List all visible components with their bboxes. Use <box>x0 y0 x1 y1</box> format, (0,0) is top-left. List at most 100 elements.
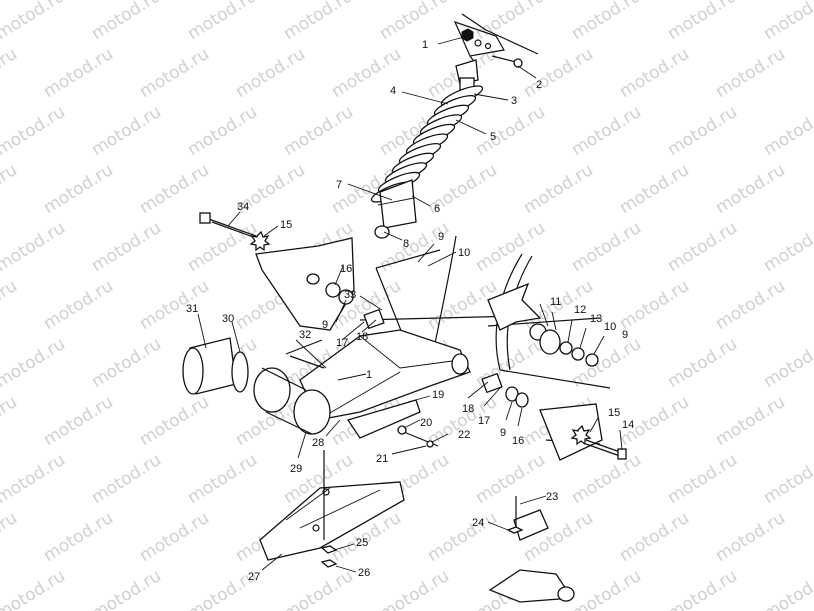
watermark-text: motod.ru <box>184 0 261 44</box>
watermark-text: motod.ru <box>760 218 814 276</box>
watermark-text: motod.ru <box>0 334 69 392</box>
watermark-text: motod.ru <box>136 44 213 102</box>
watermark-text: motod.ru <box>568 450 645 508</box>
watermark-text: motod.ru <box>712 392 789 450</box>
watermark-text: motod.ru <box>760 102 814 160</box>
skid-plate <box>259 450 405 568</box>
watermark-text: motod.ru <box>712 276 789 334</box>
leader-lines <box>197 36 623 573</box>
callout-label: 22 <box>458 429 470 441</box>
watermark-text: motod.ru <box>568 218 645 276</box>
watermark-text: motod.ru <box>0 508 21 566</box>
callout-label: 19 <box>432 389 444 401</box>
callout-label: 29 <box>290 463 302 475</box>
callout-label: 23 <box>546 491 558 503</box>
callout-label: 33 <box>344 289 356 301</box>
watermark-text: motod.ru <box>40 276 117 334</box>
watermark-text: motod.ru <box>40 160 117 218</box>
watermark-text: motod.ru <box>520 44 597 102</box>
watermark-text: motod.ru <box>184 218 261 276</box>
watermark-text: motod.ru <box>0 160 21 218</box>
callout-label: 10 <box>458 247 470 259</box>
callout-label: 31 <box>186 303 198 315</box>
callout-label: 9 <box>500 427 506 439</box>
callout-label: 25 <box>356 537 368 549</box>
watermark-text: motod.ru <box>136 392 213 450</box>
watermark-text: motod.ru <box>472 218 549 276</box>
watermark-text: motod.ru <box>88 334 165 392</box>
watermark-text: motod.ru <box>88 450 165 508</box>
left-side-plate <box>199 212 355 331</box>
watermark-text: motod.ru <box>472 102 549 160</box>
watermark-text: motod.ru <box>280 0 357 44</box>
callout-label: 17 <box>336 337 348 349</box>
watermark-text: motod.ru <box>184 450 261 508</box>
small-bracket <box>488 496 575 603</box>
callout-label: 20 <box>420 417 432 429</box>
callout-label: 9 <box>322 319 328 331</box>
callout-label: 16 <box>512 435 524 447</box>
callout-label: 15 <box>280 219 292 231</box>
watermark-text: motod.ru <box>0 392 21 450</box>
watermark-text: motod.ru <box>88 218 165 276</box>
callout-labels: 1 2 3 4 5 6 7 8 9 10 34 15 16 9 33 11 12… <box>186 39 634 583</box>
watermark-text: motod.ru <box>0 276 21 334</box>
watermark-text: motod.ru <box>664 450 741 508</box>
watermark-text: motod.ru <box>616 160 693 218</box>
watermark-text: motod.ru <box>0 102 69 160</box>
watermark-text: motod.ru <box>760 450 814 508</box>
callout-label: 13 <box>590 313 602 325</box>
callout-label: 4 <box>390 85 396 97</box>
watermark-text: motod.ru <box>0 44 21 102</box>
watermark-text: motod.ru <box>88 566 165 611</box>
watermark-text: motod.ru <box>568 0 645 44</box>
watermark-text: motod.ru <box>40 508 117 566</box>
watermark-text: motod.ru <box>280 566 357 611</box>
callout-label: 6 <box>434 203 440 215</box>
callout-label: 21 <box>376 453 388 465</box>
watermark-text: motod.ru <box>376 0 453 44</box>
watermark-text: motod.ru <box>184 102 261 160</box>
axle-parts <box>487 282 599 367</box>
shock-absorber <box>370 13 539 239</box>
callout-label: 2 <box>536 79 542 91</box>
watermark-text: motod.ru <box>136 160 213 218</box>
callout-label: 1 <box>366 369 372 381</box>
swing-arm <box>299 308 529 448</box>
watermark-text: motod.ru <box>88 102 165 160</box>
watermark-text: motod.ru <box>616 44 693 102</box>
watermark-text: motod.ru <box>712 44 789 102</box>
watermark-text: motod.ru <box>40 392 117 450</box>
callout-label: 8 <box>403 238 409 250</box>
watermark-text: motod.ru <box>472 0 549 44</box>
watermark-text: motod.ru <box>0 218 69 276</box>
watermark-text: motod.ru <box>712 508 789 566</box>
watermark-text: motod.ru <box>664 218 741 276</box>
watermark-text: motod.ru <box>760 0 814 44</box>
callout-label: 14 <box>622 419 634 431</box>
watermark-text: motod.ru <box>616 508 693 566</box>
callout-label: 30 <box>222 313 234 325</box>
watermark-text: motod.ru <box>568 566 645 611</box>
watermark-text: motod.ru <box>88 0 165 44</box>
callout-label: 11 <box>550 296 561 308</box>
callout-label: 18 <box>462 403 474 415</box>
watermark-text: motod.ru <box>232 44 309 102</box>
callout-label: 24 <box>472 517 484 529</box>
callout-label: 5 <box>490 131 496 143</box>
callout-label: 26 <box>358 567 370 579</box>
callout-label: 27 <box>248 571 260 583</box>
watermark-text: motod.ru <box>40 44 117 102</box>
callout-label: 28 <box>312 437 324 449</box>
watermark-text: motod.ru <box>760 334 814 392</box>
callout-label: 9 <box>438 231 444 243</box>
watermark-text: motod.ru <box>664 0 741 44</box>
watermark-text: motod.ru <box>760 566 814 611</box>
watermark-text: motod.ru <box>0 566 69 611</box>
right-side-plate <box>539 403 627 461</box>
callout-label: 18 <box>356 331 368 343</box>
watermark-text: motod.ru <box>0 0 69 44</box>
watermark-text: motod.ru <box>136 276 213 334</box>
